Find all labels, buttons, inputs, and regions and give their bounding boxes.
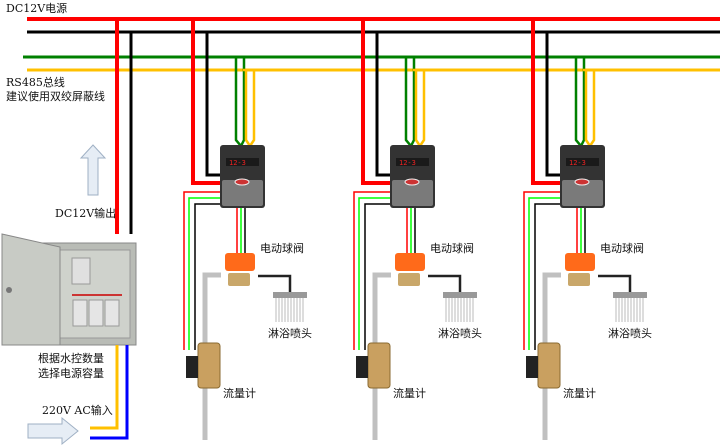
dc-positive-drop <box>191 19 222 185</box>
controller-lower-panel <box>562 180 603 206</box>
controller-display-digits: 12-3 <box>569 159 586 167</box>
controller-logo <box>404 178 420 186</box>
shower-pipe <box>428 274 462 292</box>
bus-note-label: 建议使用双绞屏蔽线 <box>6 90 105 103</box>
bus-label: RS485总线 <box>6 76 65 89</box>
controller-display <box>226 158 259 166</box>
shower-label: 淋浴喷头 <box>438 327 482 340</box>
rs485-b-drop <box>413 68 427 149</box>
electric-valve-body <box>398 273 420 286</box>
shower-pipe <box>598 274 632 292</box>
controller-display <box>566 158 599 166</box>
power-supply-label: DC12V电源 <box>6 2 68 15</box>
water-controller-unit: 12-3 <box>523 19 647 440</box>
power-box <box>1 233 137 346</box>
electric-valve-actuator <box>565 253 595 271</box>
shower-label: 淋浴喷头 <box>268 327 312 340</box>
flowmeter-body <box>537 342 561 389</box>
flowmeter-wire-black <box>364 203 390 350</box>
flowmeter-wire-black <box>534 203 560 350</box>
flowmeter-body <box>197 342 221 389</box>
flowmeter-wire-red <box>353 191 390 350</box>
flowmeter-label: 流量计 <box>563 387 596 400</box>
dc-negative-drop <box>205 32 222 177</box>
shower-head <box>613 292 647 298</box>
flowmeter-wire-black <box>194 203 220 350</box>
capacity-note-1: 根据水控数量 <box>38 352 104 365</box>
flowmeter-wire-red <box>183 191 220 350</box>
flowmeter-body <box>367 342 391 389</box>
controller-display-digits: 12-3 <box>229 159 246 167</box>
controller-display-digits: 12-3 <box>399 159 416 167</box>
flowmeter-label: 流量计 <box>223 387 256 400</box>
rs485-b-drop <box>583 68 597 149</box>
arrow-up-icon <box>79 144 107 196</box>
bus-lines <box>23 17 720 234</box>
flowmeter-wire-green <box>188 197 220 350</box>
electric-valve-actuator <box>395 253 425 271</box>
flowmeter-wire-red <box>523 191 560 350</box>
valve-label: 电动球阀 <box>430 242 474 255</box>
ac-input-label: 220V AC输入 <box>42 404 113 417</box>
shower-head <box>273 292 307 298</box>
ac-input-wires <box>90 345 129 440</box>
dc-negative-drop <box>545 32 562 177</box>
water-controller-unit: 12-3 <box>183 19 307 440</box>
electric-valve-body <box>228 273 250 286</box>
flowmeter-wire-green <box>528 197 560 350</box>
dc-negative-drop <box>375 32 392 177</box>
flowmeter-sensor <box>356 356 368 378</box>
valve-label: 电动球阀 <box>260 242 304 255</box>
controller-lower-panel <box>392 180 433 206</box>
controller-logo <box>574 178 590 186</box>
controller-logo <box>234 178 250 186</box>
electric-valve-body <box>568 273 590 286</box>
dc-positive-drop <box>361 19 392 185</box>
capacity-note-2: 选择电源容量 <box>38 367 104 380</box>
valve-label: 电动球阀 <box>600 242 644 255</box>
controller-lower-panel <box>222 180 263 206</box>
water-controller-unit: 12-3 <box>353 19 477 440</box>
flowmeter-sensor <box>186 356 198 378</box>
dc-output-label: DC12V输出 <box>55 207 117 220</box>
flowmeter-wire-green <box>358 197 390 350</box>
shower-label: 淋浴喷头 <box>608 327 652 340</box>
flowmeter-sensor <box>526 356 538 378</box>
electric-valve-actuator <box>225 253 255 271</box>
arrow-right-icon <box>27 416 79 446</box>
flowmeter-label: 流量计 <box>393 387 426 400</box>
shower-head <box>443 292 477 298</box>
controller-display <box>396 158 429 166</box>
dc-positive-drop <box>531 19 562 185</box>
shower-pipe <box>258 274 292 292</box>
rs485-b-drop <box>243 68 257 149</box>
